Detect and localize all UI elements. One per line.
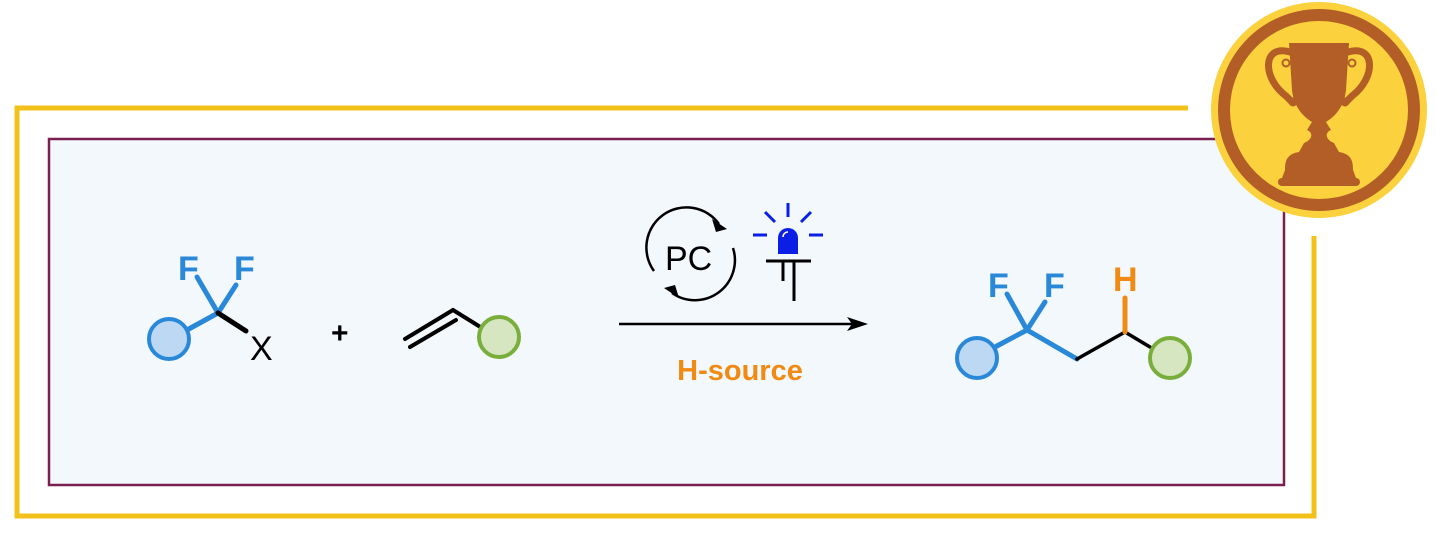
plus-sign: + bbox=[331, 317, 349, 350]
fluorine-label: F bbox=[1044, 267, 1065, 305]
reaction-arrow bbox=[619, 317, 868, 331]
blue-led-icon bbox=[753, 203, 823, 301]
substituent-circle-blue bbox=[147, 317, 191, 361]
substituent-circle-blue bbox=[955, 336, 999, 380]
leaving-group-label: X bbox=[250, 330, 273, 368]
photocatalyst-label: PC bbox=[665, 240, 712, 278]
reactant-alkene bbox=[403, 308, 521, 359]
fluorine-label: F bbox=[178, 250, 199, 288]
reactant-difluoroalkyl-halide: F F X bbox=[147, 250, 273, 368]
substituent-circle-green bbox=[1148, 336, 1192, 380]
product-hydrodifluoroalkylated: F F H bbox=[955, 261, 1192, 380]
trophy-badge bbox=[1211, 2, 1427, 218]
photocatalyst-cycle: PC bbox=[645, 206, 737, 302]
substituent-circle-green bbox=[477, 315, 521, 359]
h-source-label: H-source bbox=[677, 355, 803, 387]
fluorine-label: F bbox=[234, 250, 255, 288]
inner-panel bbox=[47, 137, 1286, 487]
outer-frame bbox=[14, 105, 1317, 519]
trophy-icon bbox=[1265, 43, 1373, 186]
fluorine-label: F bbox=[988, 267, 1009, 305]
hydrogen-label: H bbox=[1113, 261, 1138, 299]
